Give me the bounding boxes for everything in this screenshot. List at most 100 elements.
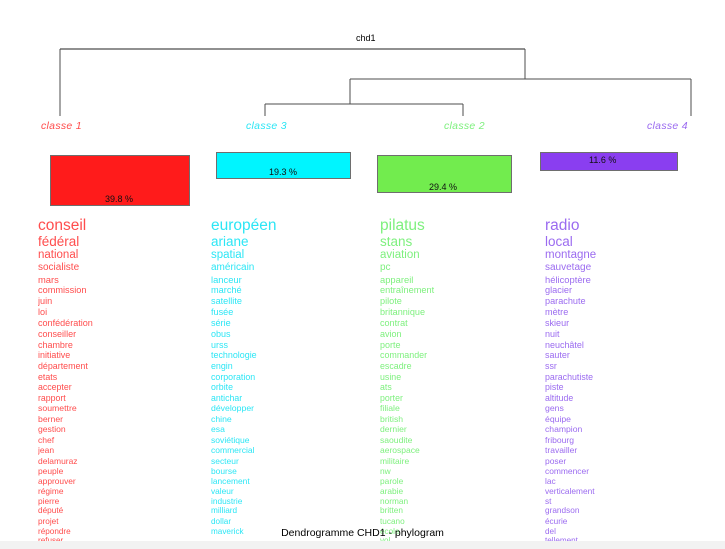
class-label-classe-3: classe 3: [246, 120, 287, 132]
word-item: commander: [380, 350, 428, 361]
word-item: spatial: [211, 249, 245, 261]
word-item: norman: [380, 496, 409, 507]
word-item: répondre: [38, 526, 71, 536]
word-item: marché: [211, 285, 242, 295]
word-item: champion: [545, 424, 583, 435]
word-item: pilote: [380, 296, 402, 306]
word-item: corporation: [211, 371, 256, 382]
word-item: milliard: [211, 506, 238, 516]
word-item: avion: [380, 328, 402, 339]
word-item: nw: [380, 465, 391, 476]
word-item: valeur: [211, 486, 234, 497]
word-item: maverick: [211, 526, 244, 536]
word-item: sauter: [545, 350, 570, 361]
word-item: travailler: [545, 445, 578, 456]
word-item: dollar: [211, 516, 232, 526]
word-item: britannique: [380, 306, 425, 317]
word-item: gestion: [38, 424, 66, 435]
word-item: accepter: [38, 382, 72, 393]
word-item: aviation: [380, 249, 420, 261]
word-item: sauvetage: [545, 262, 592, 273]
word-item: militaire: [380, 455, 410, 466]
word-item: urss: [211, 339, 228, 350]
word-item: conseil: [38, 218, 87, 234]
word-item: lancement: [211, 476, 250, 487]
word-item: british: [380, 413, 404, 424]
word-item: etats: [38, 371, 58, 382]
word-item: mètre: [545, 306, 569, 317]
percent-bar-classe-1: [50, 155, 190, 206]
word-item: soviétique: [211, 434, 250, 445]
word-item: ariane: [211, 234, 249, 249]
percent-label-classe-4: 11.6 %: [589, 155, 617, 165]
word-item: usine: [380, 371, 402, 382]
percent-label-classe-3: 19.3 %: [269, 167, 298, 177]
word-item: gens: [545, 403, 564, 414]
word-item: ssr: [545, 361, 557, 372]
word-item: del: [545, 526, 556, 536]
word-item: grandson: [545, 506, 580, 516]
class-label-classe-2: classe 2: [444, 120, 485, 132]
word-item: régime: [38, 486, 64, 497]
word-item: satellite: [211, 296, 242, 306]
word-item: ats: [380, 382, 392, 393]
word-item: projet: [38, 516, 59, 526]
word-item: pilatus: [380, 218, 425, 234]
percent-label-classe-1: 39.8 %: [105, 194, 134, 204]
word-item: esa: [211, 424, 225, 435]
word-item: porter: [380, 392, 403, 403]
word-item: britten: [380, 506, 403, 516]
word-item: skieur: [545, 317, 570, 328]
word-item: école: [380, 526, 400, 536]
word-item: bourse: [211, 465, 237, 476]
word-item: développer: [211, 403, 255, 414]
word-item: radio: [545, 218, 580, 234]
word-item: mars: [38, 273, 59, 285]
word-item: pierre: [38, 496, 60, 507]
word-item: américain: [211, 262, 255, 273]
word-item: saoudite: [380, 434, 413, 445]
word-item: industrie: [211, 496, 243, 507]
bottom-strip: [0, 541, 725, 549]
word-item: vol: [380, 537, 545, 545]
word-item: appareil: [380, 273, 414, 285]
word-item: montagne: [545, 249, 597, 261]
percent-label-classe-2: 29.4 %: [429, 182, 458, 192]
word-item: commencer: [545, 465, 589, 476]
word-item: altitude: [545, 392, 574, 403]
word-item: neuchâtel: [545, 339, 584, 350]
word-item: soumettre: [38, 403, 77, 414]
word-item: national: [38, 249, 79, 261]
percent-bar-classe-3: [216, 152, 351, 179]
word-item: socialiste: [38, 262, 80, 273]
word-item: fribourg: [545, 434, 575, 445]
word-item: technologie: [211, 350, 257, 361]
word-item: nuit: [545, 328, 560, 339]
word-item: commission: [38, 285, 87, 295]
word-item: filiale: [380, 403, 400, 414]
word-item: parachutiste: [545, 371, 594, 382]
word-item: série: [211, 317, 231, 328]
word-item: tucano: [380, 516, 405, 526]
word-item: parole: [380, 476, 404, 487]
dendrogram-tree: [59, 48, 692, 116]
tree-root-label: chd1: [356, 33, 376, 43]
word-item: refuser: [38, 537, 203, 545]
class-label-classe-1: classe 1: [41, 120, 82, 132]
word-item: poser: [545, 455, 567, 466]
word-item: aerospace: [380, 445, 420, 456]
word-item: engin: [211, 361, 233, 372]
word-item: hélicoptère: [545, 273, 591, 285]
word-item: delamuraz: [38, 455, 78, 466]
word-item: antichar: [211, 392, 243, 403]
word-item: lanceur: [211, 273, 242, 285]
word-item: pc: [380, 262, 391, 273]
percent-bar-classe-4: [540, 152, 678, 171]
word-item: loi: [38, 306, 48, 317]
word-item: glacier: [545, 285, 573, 295]
percent-bar-classe-2: [377, 155, 512, 193]
word-item: fusée: [211, 306, 234, 317]
